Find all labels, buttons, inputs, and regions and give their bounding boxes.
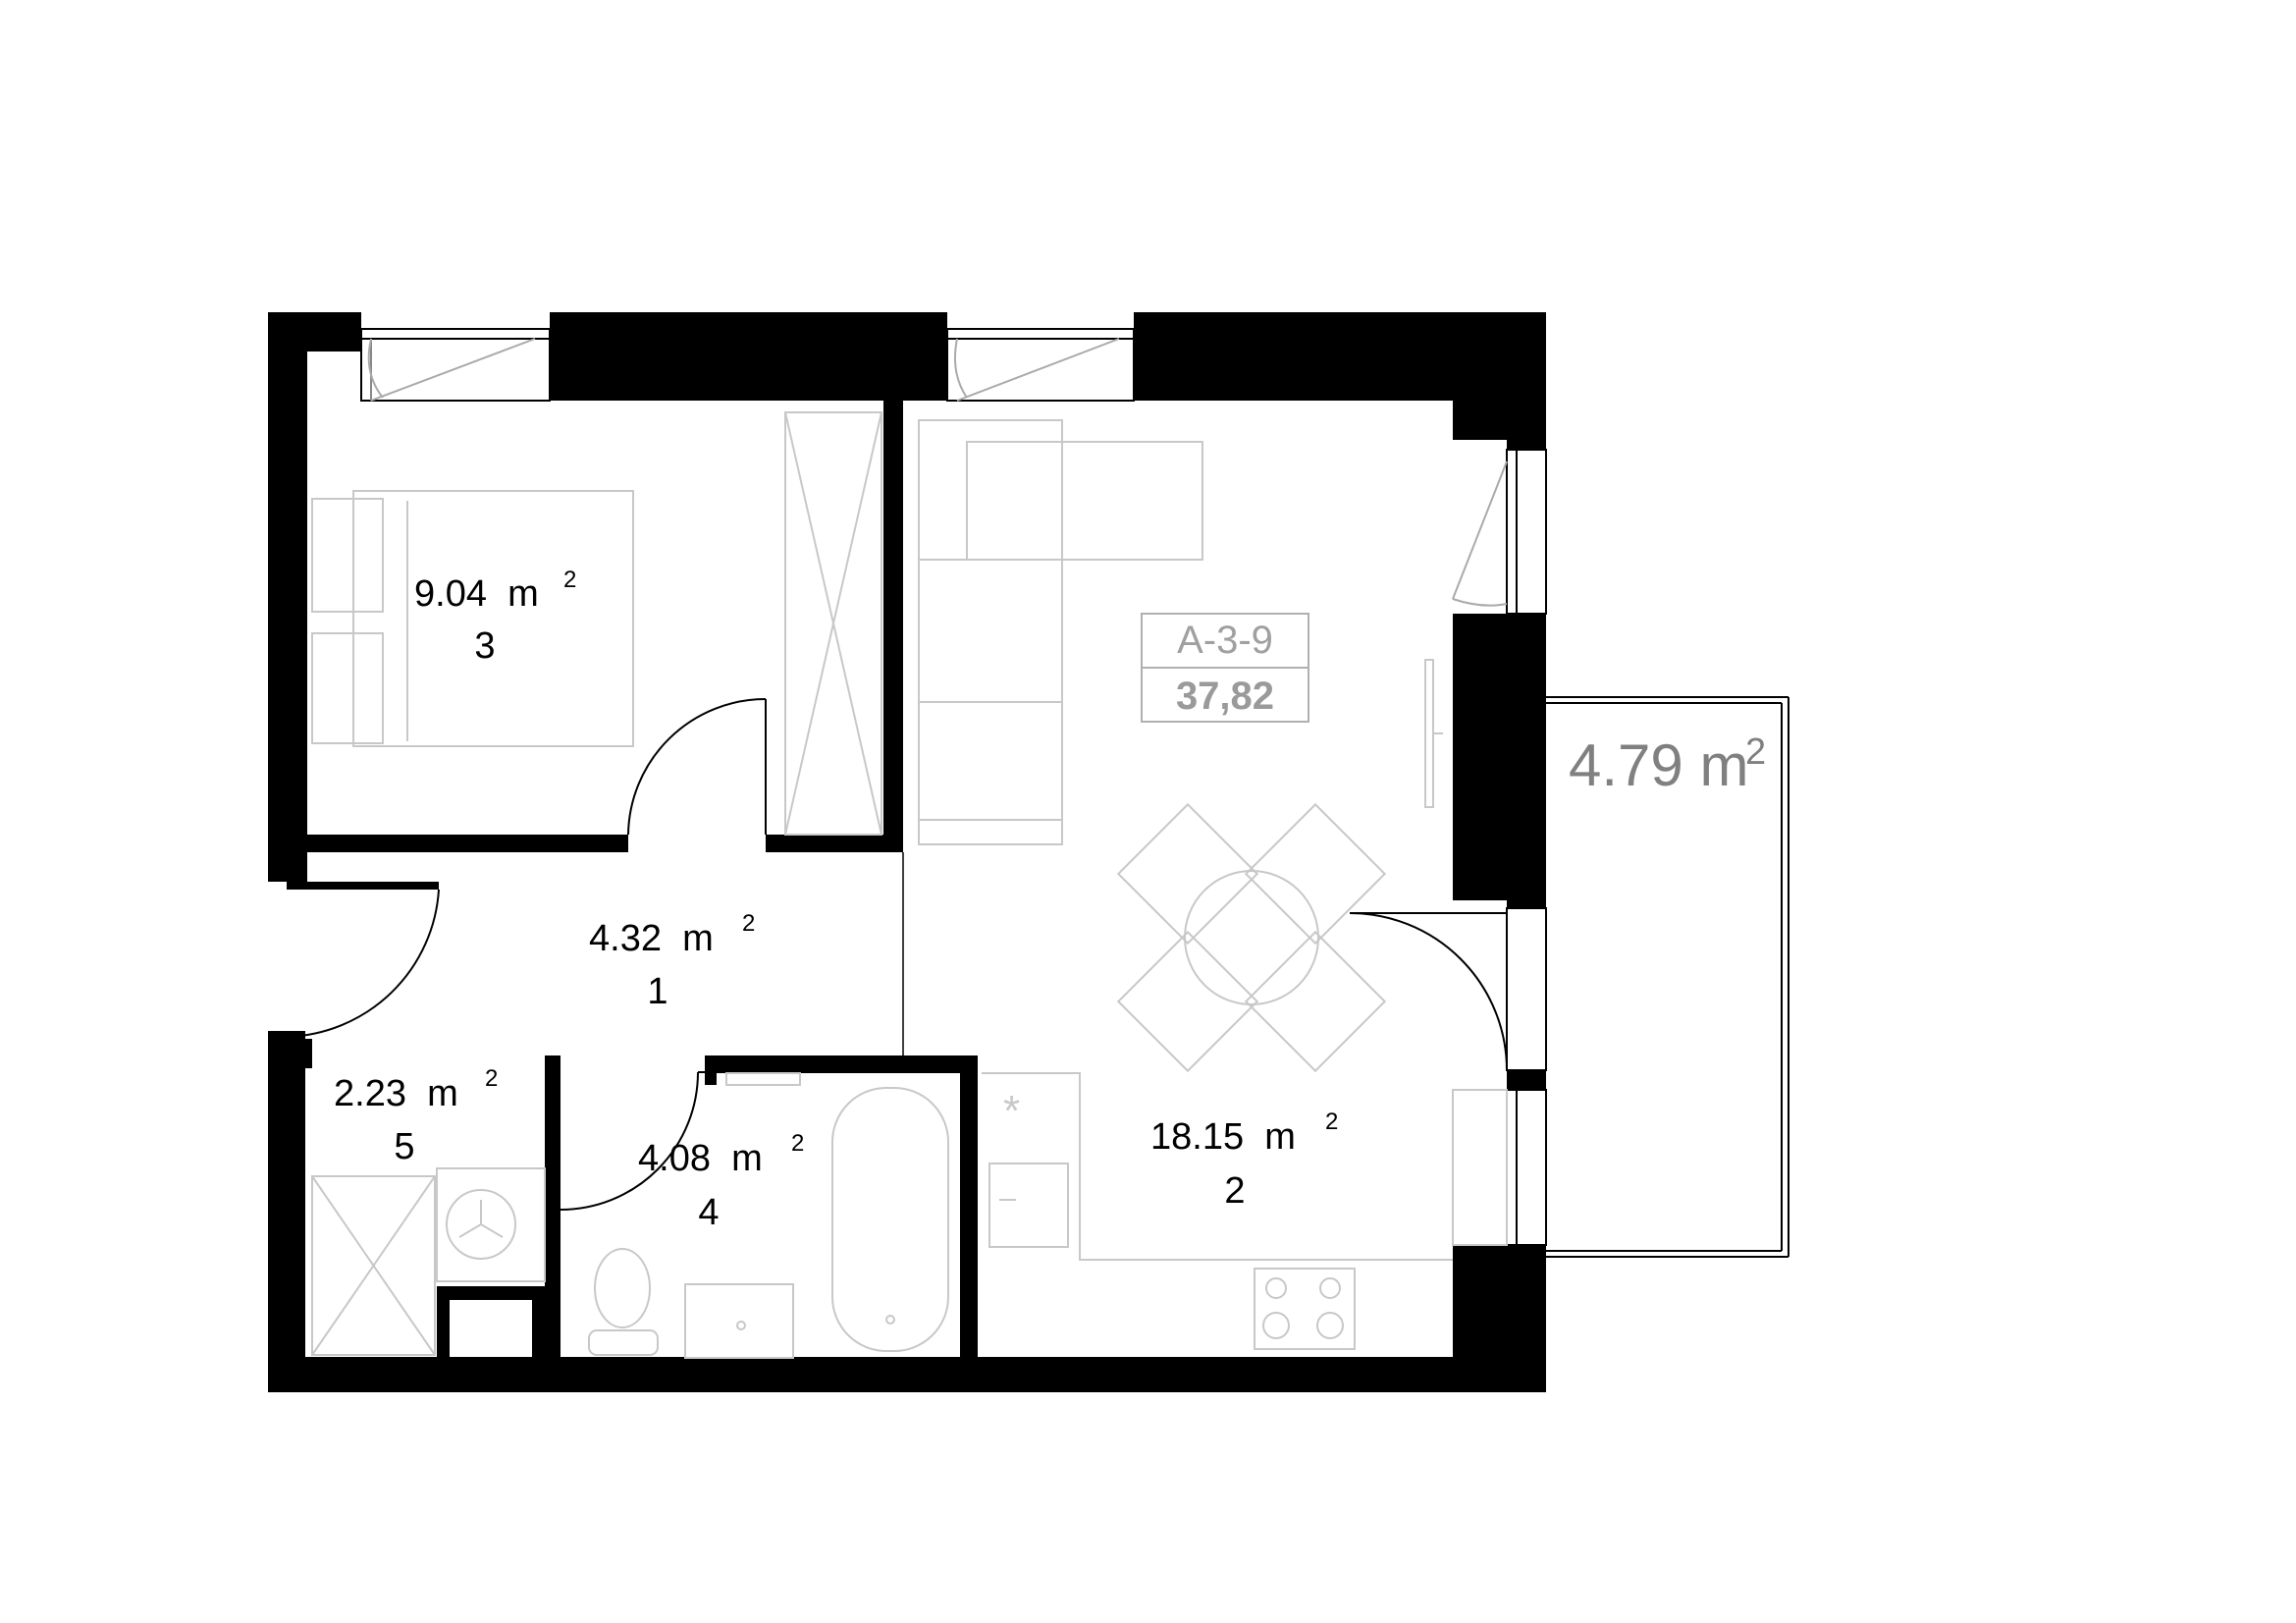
windows bbox=[360, 328, 1547, 1246]
room-area-exp: 2 bbox=[563, 567, 576, 593]
balcony bbox=[1546, 696, 1789, 1258]
room-area-exp: 2 bbox=[485, 1065, 498, 1092]
room-number: 3 bbox=[474, 625, 495, 667]
room-area-exp: 2 bbox=[742, 910, 755, 937]
room-number: 4 bbox=[698, 1192, 719, 1233]
room-area-exp: 2 bbox=[1325, 1109, 1338, 1135]
room-area: 9.04 m bbox=[414, 573, 539, 615]
apartment-label: A-3-9 37,82 bbox=[1141, 613, 1309, 723]
room-area: 18.15 m bbox=[1150, 1116, 1296, 1158]
furniture: * bbox=[311, 411, 1453, 1359]
balcony-area-exp: 2 bbox=[1745, 731, 1766, 773]
room-number: 5 bbox=[394, 1126, 414, 1167]
room-4-label: 4.08 m 2 4 bbox=[638, 1130, 804, 1233]
balcony-area: 4.79 m bbox=[1569, 732, 1748, 798]
apartment-total-area: 37,82 bbox=[1176, 675, 1274, 718]
room-1-label: 4.32 m 2 1 bbox=[589, 910, 755, 1012]
svg-text:*: * bbox=[1003, 1087, 1020, 1135]
room-3-label: 9.04 m 2 3 bbox=[414, 567, 576, 667]
room-5-label: 2.23 m 2 5 bbox=[334, 1065, 498, 1167]
room-2-label: 18.15 m 2 2 bbox=[1150, 1109, 1338, 1212]
room-number: 2 bbox=[1224, 1170, 1245, 1212]
apartment-code: A-3-9 bbox=[1177, 619, 1273, 662]
room-area-exp: 2 bbox=[791, 1130, 804, 1157]
doors bbox=[286, 698, 1508, 1211]
room-area: 2.23 m bbox=[334, 1073, 458, 1114]
room-number: 1 bbox=[647, 971, 667, 1012]
balcony-label: 4.79 m 2 bbox=[1569, 731, 1766, 798]
room-area: 4.08 m bbox=[638, 1138, 763, 1179]
walls bbox=[268, 312, 1546, 1392]
room-area: 4.32 m bbox=[589, 918, 714, 959]
